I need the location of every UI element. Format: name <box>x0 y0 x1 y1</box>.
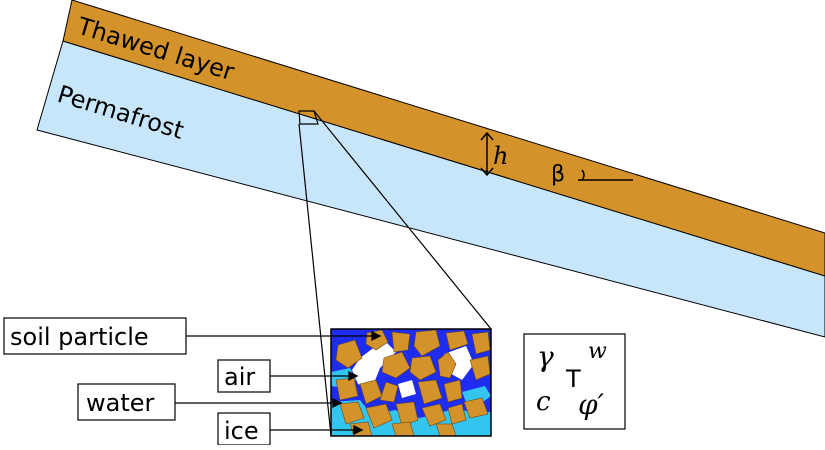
thawed-layer <box>62 0 825 277</box>
soil-particle-box <box>3 317 187 355</box>
ice-label: ice <box>224 417 259 445</box>
soil-particles <box>335 329 491 436</box>
sample-box <box>298 110 319 125</box>
soil-particle-label: soil particle <box>10 323 149 351</box>
water-box <box>77 383 176 421</box>
air-label: air <box>224 363 255 391</box>
slope-angle-label: β <box>551 162 565 187</box>
slope-angle-marker <box>578 169 633 181</box>
soil-microstructure-inset <box>331 329 491 436</box>
ice-box <box>217 412 271 446</box>
permafrost-layer <box>36 40 825 338</box>
w-symbol: w <box>588 339 607 364</box>
c-symbol: c <box>536 387 551 417</box>
tau-symbol: T <box>565 365 581 393</box>
air-box <box>217 359 271 393</box>
leader-arrows <box>175 330 382 436</box>
thickness-label: h <box>493 142 508 170</box>
thickness-arrow <box>480 131 494 177</box>
water-label: water <box>86 389 155 417</box>
inset-frame <box>330 328 492 437</box>
phi-symbol: φ′ <box>578 388 605 421</box>
gamma-symbol: γ <box>537 340 554 373</box>
zoom-lines <box>298 110 492 437</box>
parameter-box <box>523 333 626 430</box>
